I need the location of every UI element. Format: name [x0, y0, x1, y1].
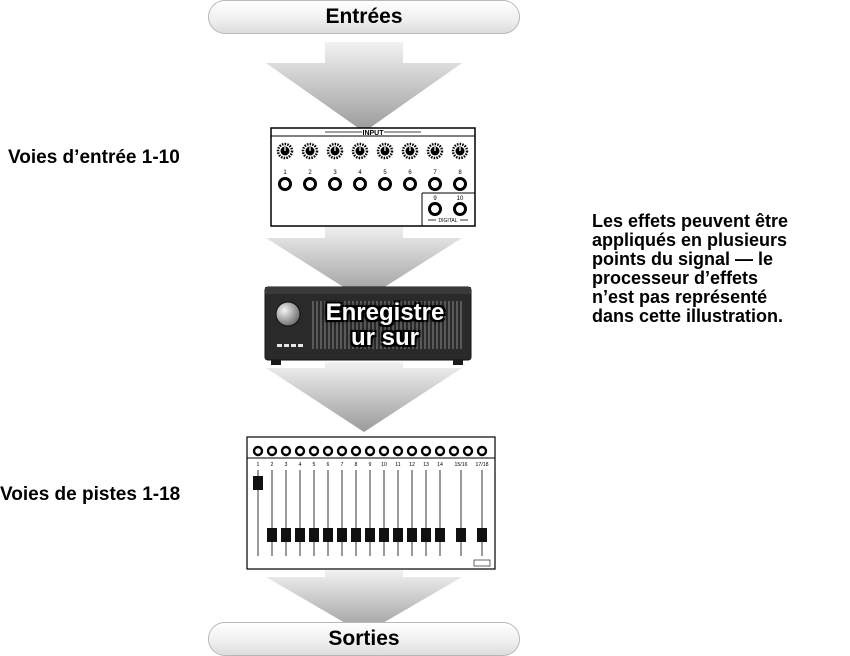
- input-channel-number: 10: [457, 196, 464, 202]
- recorder-label: Enregistre ur sur: [300, 300, 470, 350]
- input-channels-label: Voies d’entrée 1-10: [8, 147, 180, 168]
- outputs-pill: Sorties: [208, 622, 520, 656]
- outputs-label: Sorties: [328, 627, 400, 650]
- recorder-label-line2: ur sur: [350, 324, 419, 351]
- track-channel-number: 17/18: [476, 462, 489, 468]
- digital-label: DIGITAL: [438, 218, 457, 224]
- track-channel-numbers: 1 2 3 4 5 6 7 8 9 10 11 12 13 14 15/16 1…: [257, 462, 489, 468]
- track-channel-number: 11: [395, 462, 400, 468]
- track-channel-number: 6: [327, 462, 330, 468]
- input-channel-number: 7: [433, 170, 437, 176]
- input-channel-number: 5: [383, 170, 387, 176]
- effects-note-line: n’est pas représenté: [592, 287, 768, 307]
- input-channel-numbers: 1 2 3 4 5 6 7 8 9 10: [283, 170, 464, 202]
- track-faders: [253, 470, 487, 556]
- track-channel-number: 7: [341, 462, 344, 468]
- gain-knobs: [276, 142, 469, 160]
- inputs-label: Entrées: [325, 5, 403, 28]
- recorder-leds: [277, 344, 303, 347]
- effects-note-line: points du signal — le: [592, 249, 774, 269]
- track-channel-number: 14: [437, 462, 443, 468]
- track-channel-number: 10: [381, 462, 387, 468]
- input-channel-number: 2: [308, 170, 312, 176]
- track-knobs: [252, 445, 488, 457]
- recorder-vents: [312, 301, 462, 349]
- track-mixer: 1 2 3 4 5 6 7 8 9 10 11 12 13 14 15/16 1…: [246, 436, 496, 570]
- arrow-down-icon: [266, 570, 462, 634]
- input-panel: INPUT 1 2 3 4 5 6 7 8 9 10 DIGITAL: [270, 127, 476, 227]
- track-channel-number: 13: [423, 462, 429, 468]
- effects-note-line: appliqués en plusieurs: [592, 230, 788, 250]
- arrow-down-icon: [266, 42, 462, 132]
- input-channel-number: 4: [358, 170, 362, 176]
- track-channel-number: 3: [285, 462, 288, 468]
- track-channel-number: 5: [313, 462, 316, 468]
- track-channel-number: 1: [257, 462, 260, 468]
- recorder-label-line1: Enregistre: [325, 299, 445, 326]
- input-channel-number: 3: [333, 170, 337, 176]
- input-channel-number: 8: [458, 170, 462, 176]
- input-channel-number: 9: [433, 196, 437, 202]
- track-channel-number: 2: [271, 462, 274, 468]
- effects-note-line: Les effets peuvent être: [592, 211, 789, 231]
- track-channel-number: 8: [355, 462, 358, 468]
- track-channel-number: 4: [299, 462, 302, 468]
- track-channel-number: 12: [409, 462, 415, 468]
- effects-note-line: processeur d’effets: [592, 268, 759, 288]
- input-panel-title: INPUT: [363, 130, 385, 137]
- track-channels-label: Voies de pistes 1-18: [0, 484, 181, 505]
- track-channel-number: 9: [369, 462, 372, 468]
- arrow-down-icon: [266, 224, 462, 300]
- recorder-device: [264, 286, 472, 365]
- input-channel-number: 6: [408, 170, 412, 176]
- effects-note-line: dans cette illustration.: [592, 306, 784, 326]
- arrow-down-icon: [266, 362, 462, 432]
- input-jacks: [278, 177, 467, 216]
- effects-note: Les effets peuvent être appliqués en plu…: [592, 212, 842, 326]
- input-channel-number: 1: [283, 170, 287, 176]
- inputs-pill: Entrées: [208, 0, 520, 34]
- track-channel-number: 15/16: [455, 462, 468, 468]
- recorder-knob-icon: [275, 301, 301, 327]
